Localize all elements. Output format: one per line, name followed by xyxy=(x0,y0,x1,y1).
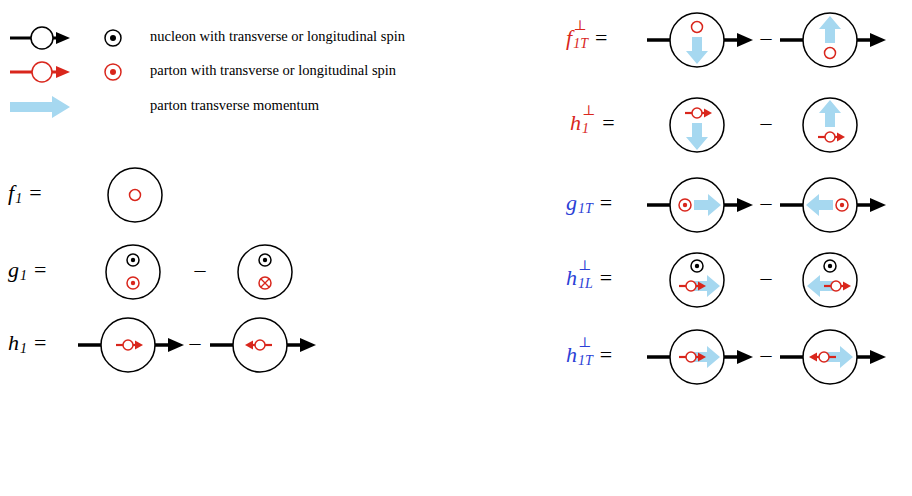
parton-spin-arrow xyxy=(679,281,706,291)
legend-parton-sample xyxy=(10,62,70,82)
parton-long-spin-in xyxy=(259,277,271,289)
minus-sign: – xyxy=(761,344,772,366)
nucleon-spin-arrow xyxy=(780,330,886,384)
nucleon-circle xyxy=(670,98,724,152)
nucleon-circle xyxy=(670,253,724,307)
equals-sign: = xyxy=(29,182,41,204)
math-symbol: h xyxy=(566,267,577,289)
math-symbol: f xyxy=(8,182,14,204)
legend-nucleon-sample xyxy=(10,27,70,49)
parton-long-spin xyxy=(679,199,691,211)
parton-spin-arrow xyxy=(685,108,712,118)
subscript: 1 xyxy=(15,192,22,206)
nucleon-spin-arrow xyxy=(78,318,184,372)
nucleon-spin-arrow xyxy=(210,318,316,372)
nucleon-spin-arrow xyxy=(647,330,753,384)
minus-sign: – xyxy=(761,112,772,134)
parton-long-spin xyxy=(836,199,848,211)
subscript: 1T xyxy=(578,202,593,216)
nucleon-circle xyxy=(803,253,857,307)
subscript: 1 xyxy=(20,342,27,356)
parton-circle xyxy=(130,190,141,201)
minus-sign: – xyxy=(761,267,772,289)
nucleon-circle xyxy=(108,168,162,222)
minus-sign: – xyxy=(761,192,772,214)
legend-momentum-sample xyxy=(10,96,70,118)
parton-spin-arrow xyxy=(245,340,272,350)
momentum-arrow xyxy=(819,100,841,127)
equals-sign: = xyxy=(34,259,46,281)
nucleon-spin-arrow xyxy=(647,13,753,67)
math-symbol: f xyxy=(566,27,572,49)
parton-circle xyxy=(825,48,836,59)
legend-nucleon-long xyxy=(105,30,121,46)
superscript: ⊥ xyxy=(573,19,586,33)
parton-spin-arrow xyxy=(809,352,836,362)
legend-text: nucleon with transverse or longitudinal … xyxy=(150,29,405,44)
momentum-arrow xyxy=(819,16,841,43)
momentum-arrow xyxy=(686,123,708,150)
minus-sign: – xyxy=(195,259,206,281)
nucleon-spin-arrow xyxy=(780,178,886,232)
legend-parton-long xyxy=(105,64,121,80)
subscript: 1T xyxy=(578,354,593,368)
equals-sign: = xyxy=(600,344,612,366)
math-symbol: h xyxy=(566,344,577,366)
parton-spin-arrow xyxy=(824,281,851,291)
superscript: ⊥ xyxy=(578,336,591,350)
nucleon-long-spin xyxy=(691,260,703,272)
nucleon-long-spin xyxy=(259,254,271,266)
nucleon-long-spin xyxy=(127,254,139,266)
minus-sign: – xyxy=(190,332,201,354)
momentum-arrow xyxy=(806,194,833,216)
legend-text: parton transverse momentum xyxy=(150,98,319,113)
subscript: 1 xyxy=(582,122,589,136)
superscript: ⊥ xyxy=(578,259,591,273)
equals-sign: = xyxy=(595,27,607,49)
parton-long-spin xyxy=(127,277,139,289)
parton-spin-arrow xyxy=(679,352,706,362)
subscript: 1 xyxy=(20,269,27,283)
math-symbol: g xyxy=(566,192,577,214)
math-symbol: h xyxy=(8,332,19,354)
subscript: 1T xyxy=(573,37,588,51)
parton-circle xyxy=(692,22,703,33)
equals-sign: = xyxy=(600,267,612,289)
legend-text: parton with transverse or longitudinal s… xyxy=(150,63,396,78)
equals-sign: = xyxy=(34,332,46,354)
nucleon-long-spin xyxy=(824,260,836,272)
parton-spin-arrow xyxy=(116,340,143,350)
math-symbol: h xyxy=(570,112,581,134)
superscript: ⊥ xyxy=(582,104,595,118)
nucleon-spin-arrow xyxy=(647,178,753,232)
math-symbol: g xyxy=(8,259,19,281)
nucleon-circle xyxy=(106,245,160,299)
subscript: 1L xyxy=(578,277,593,291)
nucleon-circle xyxy=(803,98,857,152)
momentum-arrow xyxy=(686,37,708,64)
nucleon-spin-arrow xyxy=(780,13,886,67)
equals-sign: = xyxy=(602,112,614,134)
minus-sign: – xyxy=(761,27,772,49)
parton-spin-arrow xyxy=(818,132,845,142)
nucleon-circle xyxy=(238,245,292,299)
momentum-arrow xyxy=(694,194,721,216)
equals-sign: = xyxy=(600,192,612,214)
